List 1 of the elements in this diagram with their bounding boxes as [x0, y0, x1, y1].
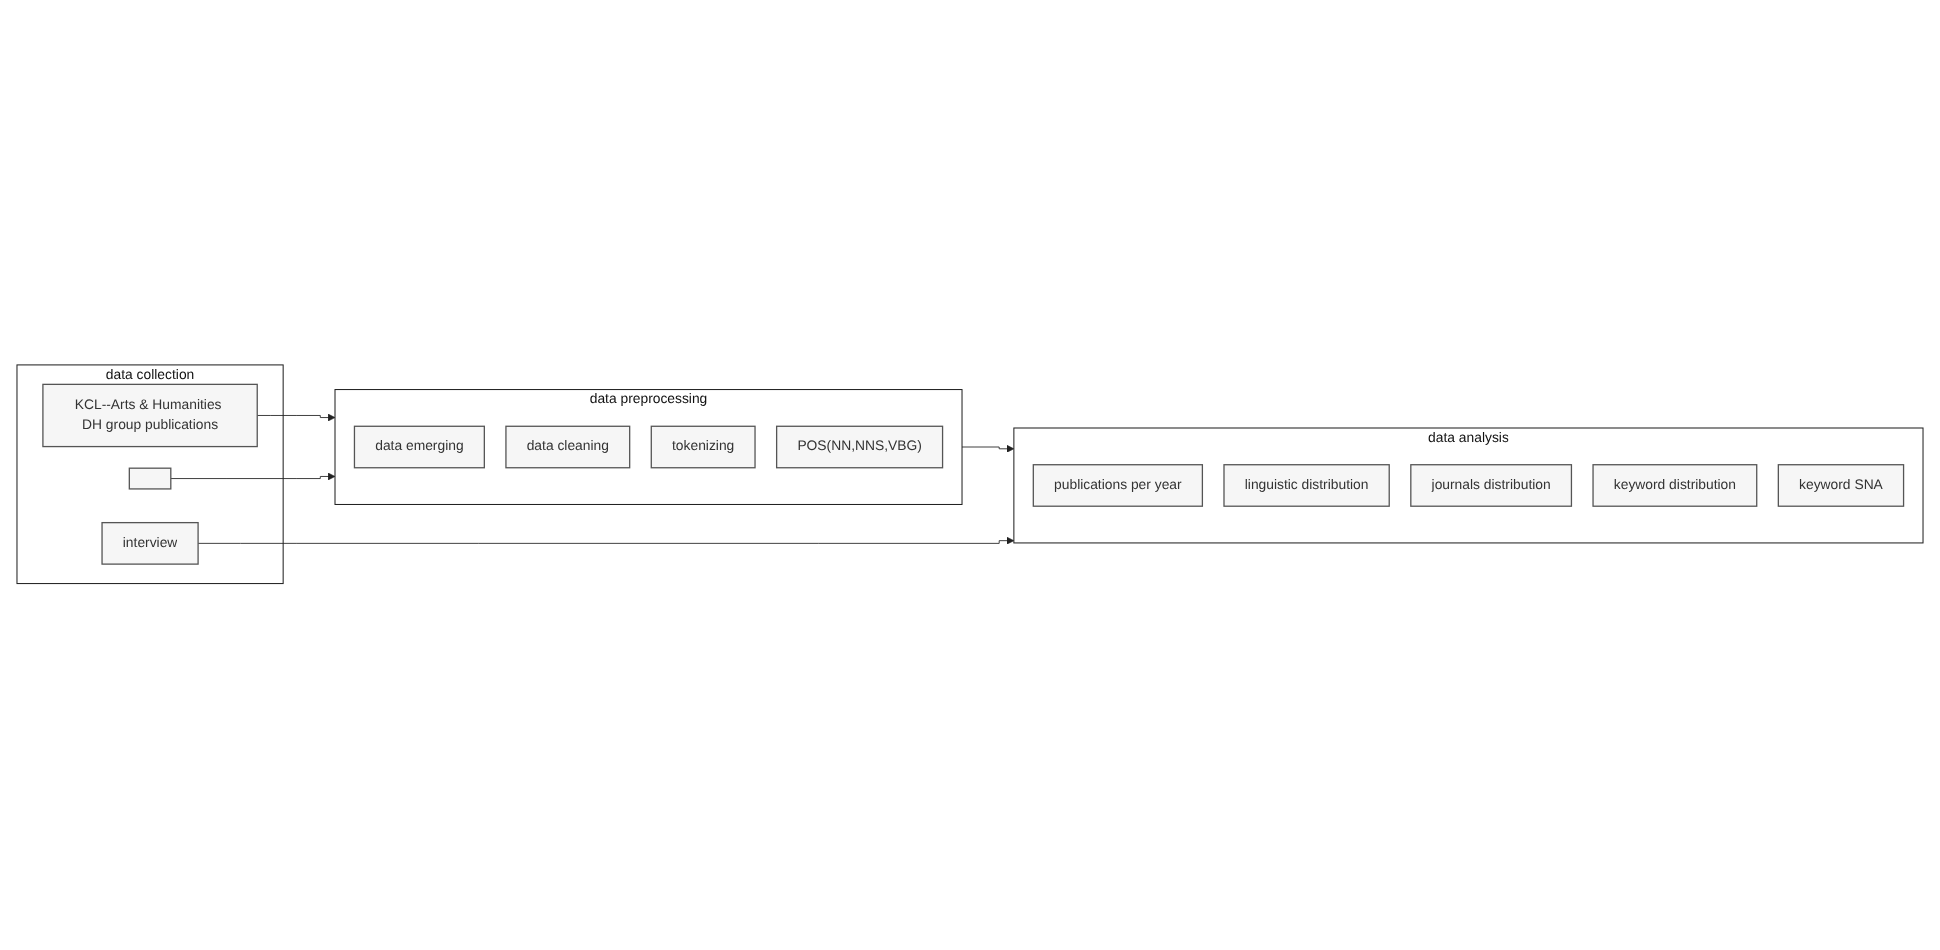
node-box [128, 468, 172, 491]
